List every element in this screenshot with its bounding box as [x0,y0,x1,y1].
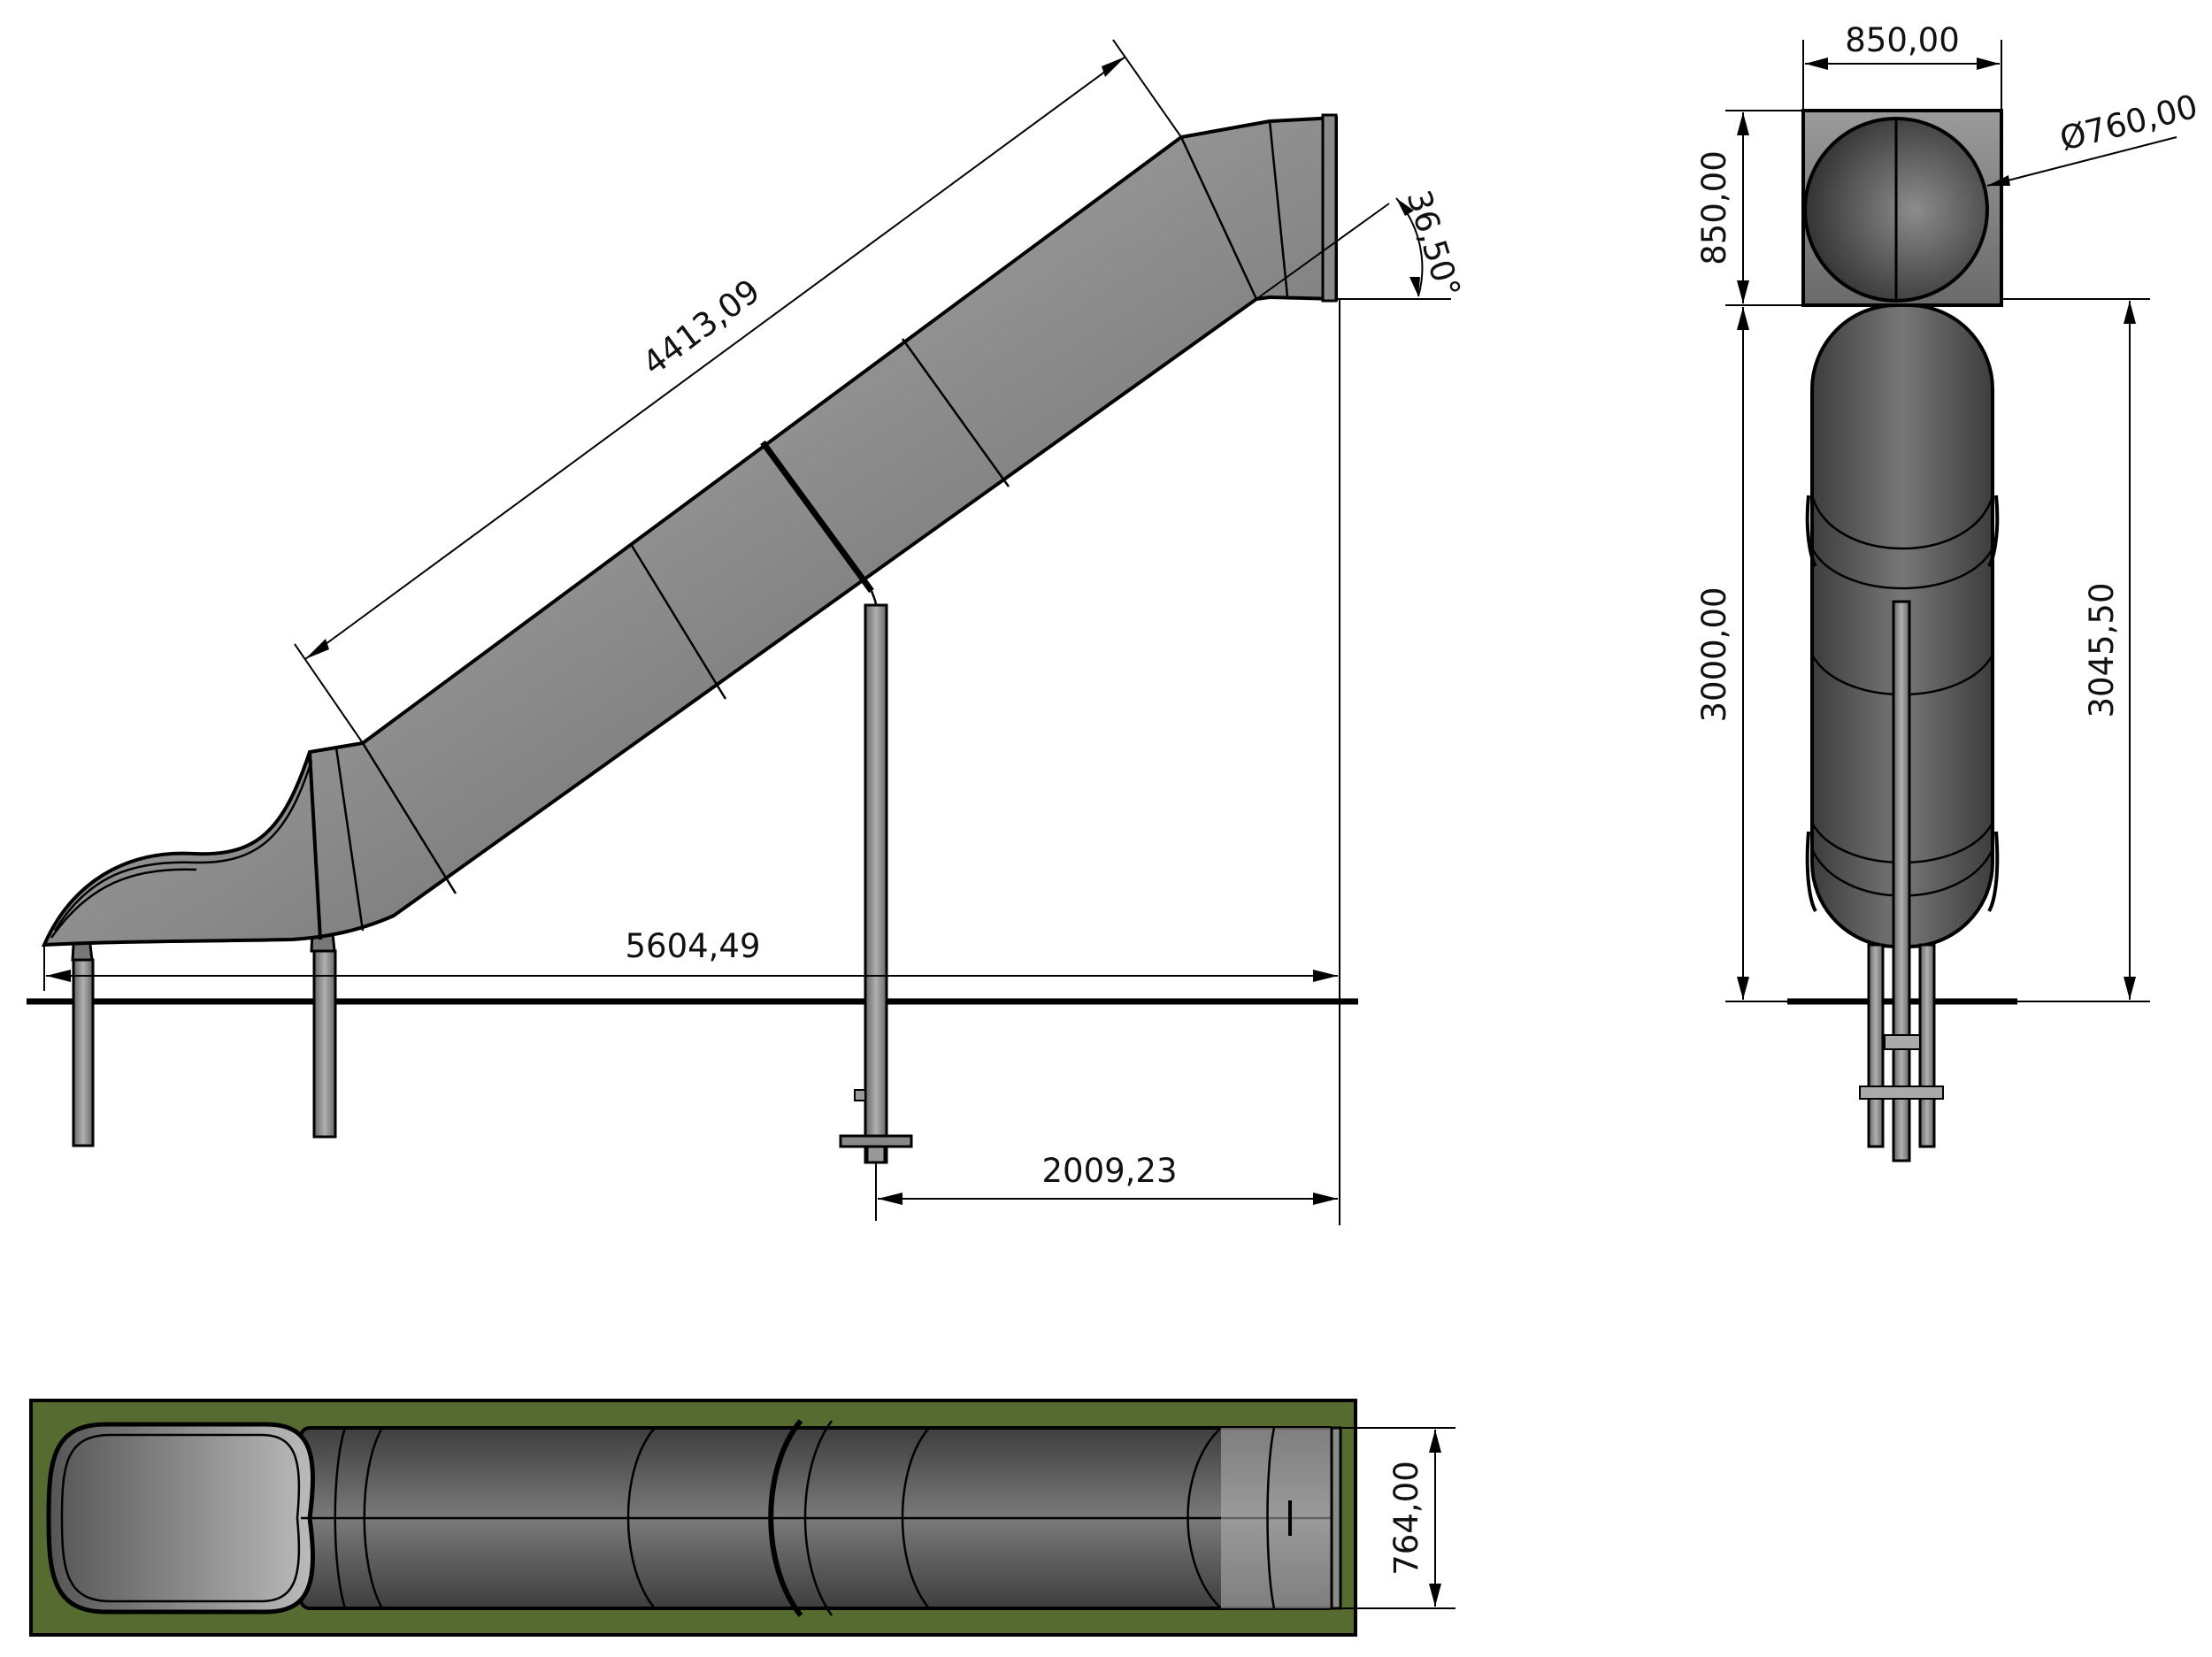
front-tube-ring-2 [1810,548,1994,590]
plan-joint-7 [1187,1427,1222,1609]
dim-arrow-slide-end [1102,57,1125,77]
plan-entry-section [1221,1428,1338,1608]
plan-joint-4 [768,1419,803,1617]
dim-arrow-fall-height-top [1737,307,1749,330]
plan-entry-edge [1266,1427,1276,1609]
segment-joint-1 [308,751,322,940]
dim-leader-tube-diameter [1986,136,2177,187]
dim-arrow-platform-depth-bottom [1737,280,1749,303]
dim-arrow-platform-width-right [1977,58,2000,70]
side-view: 4413,09 36,50° 5604,49 2009,23 [27,39,1468,1225]
front-band-lower [1805,831,2000,913]
dim-label-platform-width: 850,00 [1845,21,1959,59]
dim-label-platform-depth: 850,00 [1695,150,1733,265]
exit-lip-inner [50,868,197,939]
segment-joint-5 [760,440,874,594]
dim-label-support-offset: 2009,23 [1041,1152,1177,1190]
front-post-right [1918,943,1936,1148]
segment-joint-2 [334,747,365,932]
plan-joint-3 [626,1427,656,1609]
dim-arrow-angle-end [1409,277,1420,296]
slide-tube-side [41,115,1338,947]
dim-arrow-total-height-top [2124,301,2136,324]
plan-joint-2 [363,1427,384,1609]
front-post-clamp-lower [1859,1085,1944,1100]
dim-arrow-slide-start [305,639,329,659]
dim-label-tube-diameter: Ø760,00 [2056,88,2201,158]
plan-exit-mouth-inner [60,1433,301,1603]
support-post-exit-rear [312,949,337,1139]
plan-entry-flange [1330,1426,1342,1610]
dim-arrow-total-height-bottom [2124,977,2136,1000]
dim-arrow-platform-width-left [1805,58,1828,70]
support-post-exit-front [72,958,95,1147]
dim-arrow-offset-right [1313,1193,1338,1205]
dim-arrow-fall-height-bottom [1737,977,1749,1000]
dim-arrow-length-left [46,970,71,982]
post-connector [870,590,878,606]
dim-arrow-tube-diameter [1987,175,2010,186]
dim-label-fall-height: 3000,00 [1695,587,1733,722]
front-tube-ring-1 [1810,495,1994,550]
segment-joint-4 [629,543,727,700]
support-post-main [864,603,888,1164]
dim-ext-slide-end [1112,39,1182,138]
dim-arrow-angle-start [1396,198,1414,216]
front-view: 850,00 850,00 Ø760,00 3000,00 3045,50 [1695,21,2201,1162]
dim-ext-angle-slope [1256,203,1390,300]
front-band-upper [1805,495,2000,568]
dim-arrow-plan-width-top [1429,1430,1441,1453]
segment-joint-8 [1268,120,1289,297]
dim-arrow-length-right [1313,970,1338,982]
plan-joint-1 [334,1427,347,1609]
plan-joint-5 [803,1420,833,1616]
dim-ext-slide-start [294,643,364,744]
dim-line-slide-length [304,56,1126,660]
support-post-base-plate [839,1134,913,1148]
support-post-bolt [854,1089,866,1101]
front-post-clamp-upper [1884,1034,1921,1050]
dim-arrow-offset-left [878,1193,902,1205]
dim-arrow-platform-depth-top [1737,112,1749,135]
plan-view: 764,00 [29,1399,1455,1637]
segment-joint-6 [901,338,1010,487]
dim-label-exit-angle: 36,50° [1399,186,1468,303]
dim-label-slide-length: 4413,09 [635,272,767,383]
segment-joint-3 [361,742,457,894]
support-post-foot [865,1145,887,1164]
dim-label-total-height: 3045,50 [2083,582,2121,717]
dim-label-overall-length: 5604,49 [625,927,760,965]
front-post-left [1867,943,1885,1148]
front-post-center [1892,600,1911,1162]
plan-joint-6 [901,1427,930,1609]
entry-flange [1321,113,1338,303]
dim-label-plan-width: 764,00 [1387,1461,1425,1575]
segment-joint-7 [1179,136,1258,300]
plan-exit-mouth [46,1422,315,1615]
dim-arrow-plan-width-bottom [1429,1584,1441,1607]
exit-lip-edge [53,760,313,932]
